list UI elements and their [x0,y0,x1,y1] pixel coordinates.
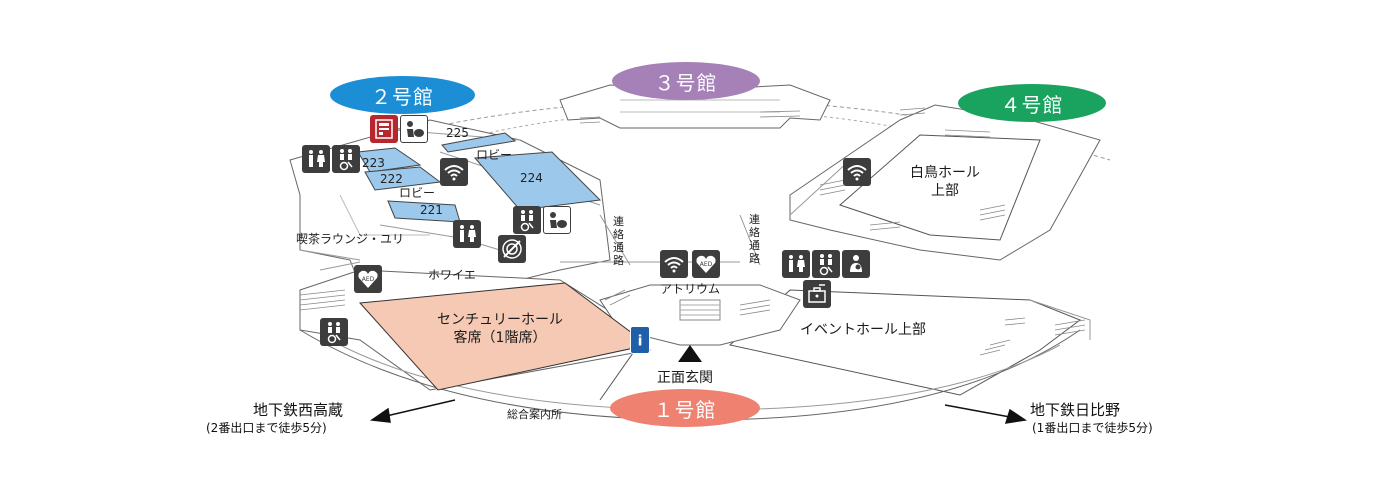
lobby-lower-label: ロビー [399,186,436,200]
room-shapes [357,132,602,223]
exit-left-arrowhead [369,407,391,423]
main-entrance-marker [678,345,702,362]
century-hall-line2: 客席（1階席） [453,330,547,346]
atrium-label: アトリウム [660,282,721,296]
cafe-label: 喫茶ラウンジ・ユリ [296,232,405,246]
building-4-label: ４号館 [958,84,1106,122]
corridor-right-label: 連絡通路 [749,213,760,265]
exit-right-name: 地下鉄日比野 [1030,401,1121,419]
room-223-label: 223 [362,156,385,170]
lounge-mid-icon [543,206,571,234]
accessible-restroom-mid-icon [513,206,541,234]
room-222-label: 222 [380,172,403,186]
aed-left-icon: AED [354,265,382,293]
wifi-atrium-icon [660,250,688,278]
hakucho-hall-line2: 上部 [931,183,959,199]
exit-right-note: (1番出口まで徒歩5分) [1032,421,1153,435]
svg-text:i: i [638,333,643,349]
foyer-label: ホワイエ [428,268,476,282]
accessible-restroom-lower-icon [320,318,348,346]
exit-left-name: 地下鉄西高蔵 [253,401,344,419]
century-hall-label: センチュリーホール 客席（1階席） [420,313,580,345]
wifi-building4-icon [843,158,871,186]
room-225-label: 225 [446,126,469,140]
building-1-label: １号館 [610,389,760,427]
room-224-label: 224 [520,171,543,185]
hearing-loop-icon [498,235,526,263]
info-desk-icon: i [630,326,650,354]
locker-icon [803,280,831,308]
exit-right-arrowhead [1004,408,1028,424]
main-entrance-label: 正面玄関 [657,370,713,386]
restroom-cafe-icon [453,220,481,248]
building-2-label: ２号館 [330,76,475,114]
nursing-room-icon [842,250,870,278]
building-3-label: ３号館 [612,62,760,100]
exit-left-note: (2番出口まで徒歩5分) [206,421,327,435]
svg-text:AED: AED [700,261,713,268]
accessible-restroom-right-icon [812,250,840,278]
hakucho-hall-label: 白鳥ホール 上部 [895,166,995,198]
room-223-shape [357,147,422,173]
accessible-restroom-icon [332,145,360,173]
svg-text:AED: AED [362,276,375,283]
corridor-left-label: 連絡通路 [613,215,624,267]
restroom-right-icon [782,250,810,278]
aed-atrium-icon: AED [692,250,720,278]
restroom-icon [302,145,330,173]
hakucho-hall-line1: 白鳥ホール [910,165,980,181]
vending-machine-icon [370,115,398,143]
room-225-shape [441,132,517,153]
info-desk-label: 総合案内所 [507,408,562,421]
lounge-icon [400,115,428,143]
event-hall-label: イベントホール上部 [800,322,926,338]
wifi-icon [440,158,468,186]
century-hall-line1: センチュリーホール [437,312,563,328]
lobby-upper-label: ロビー [476,148,513,162]
room-224-shape [473,151,602,211]
room-221-label: 221 [420,203,443,217]
